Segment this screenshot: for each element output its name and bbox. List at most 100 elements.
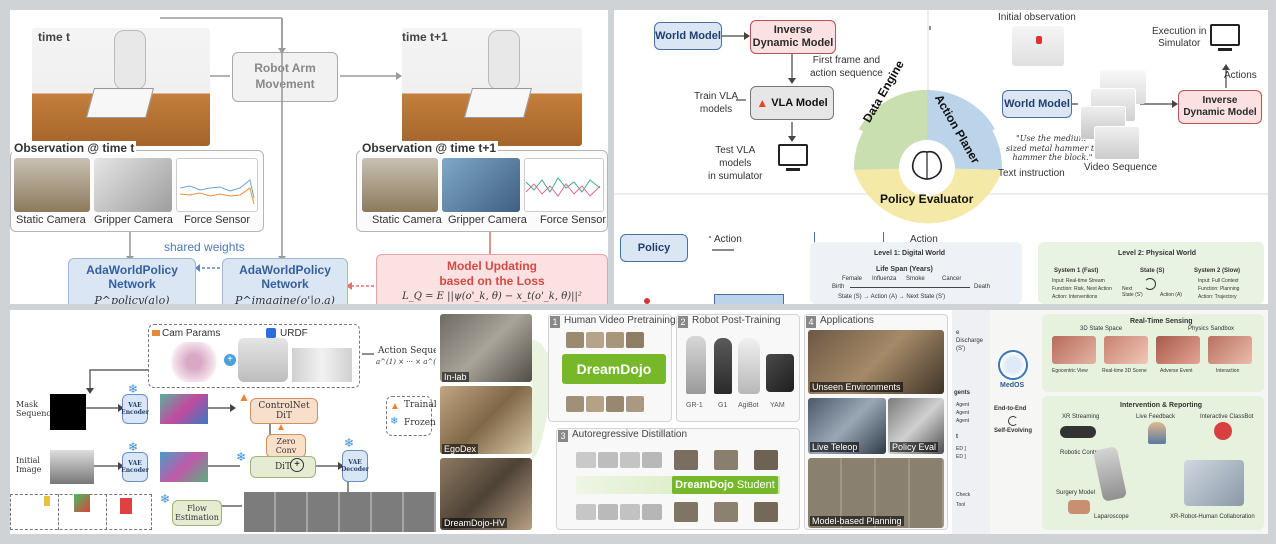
live-feedback-label: Live Feedback — [1136, 414, 1176, 420]
initial-image-label: Initial Image — [16, 456, 42, 474]
planning-label: Model-based Planning — [810, 516, 904, 526]
world-model-box: World Model — [654, 22, 722, 50]
section4-title: Applications — [820, 315, 874, 326]
life-span-label: Life Span (Years) — [876, 266, 933, 273]
add-node-icon: + — [290, 458, 304, 472]
sec3-bottom-tile-4 — [642, 504, 662, 520]
frozen-label: Frozen — [404, 418, 436, 428]
next-state-label: Next State (S') — [1122, 286, 1143, 298]
robotic-control-label: Robotic Control — [1060, 450, 1102, 456]
dreamdojo-student-a: DreamDojo — [675, 479, 734, 491]
frag-ed-2: ED ] — [956, 454, 966, 460]
sec3-bottom-tile-3 — [620, 504, 640, 520]
system1-item-3: Action: Interventions — [1052, 294, 1098, 300]
robot-g1-figure — [714, 338, 732, 394]
section2-title: Robot Post-Training — [692, 315, 781, 326]
mask-sequence-image — [50, 394, 86, 430]
vae-encoder-box-2: VAE Encoder — [121, 452, 149, 482]
level1-title: Level 1: Digital World — [874, 250, 946, 257]
frag-discharge: Discharge — [956, 338, 984, 344]
sec3-bottom-photo-2 — [714, 502, 738, 522]
panel-dreamdojo: In-lab EgoDex DreamDojo-HV 1 Human Video… — [436, 310, 952, 534]
video-sequence-label: Video Sequence — [1084, 162, 1158, 173]
static-camera-photo-t — [14, 158, 90, 212]
policy-network-formula: P^policy(a|o) — [94, 293, 170, 304]
live-teleop-label: Live Teleop — [810, 442, 860, 452]
force-sensor-lines-t1 — [525, 177, 601, 197]
force-sensor-label-t: Force Sensor — [184, 214, 251, 226]
flow-mark-red — [120, 498, 132, 514]
laparoscope-label: Laparoscope — [1094, 514, 1129, 520]
sense-label-4: Interaction — [1216, 368, 1240, 374]
state-line-label: State (S) → Action (A) → Next State (S') — [838, 294, 946, 300]
sec1-input-tile-4 — [626, 332, 644, 348]
flow-divider-1 — [58, 494, 59, 530]
sense-photo-1 — [1052, 336, 1096, 364]
initial-observation-label: Initial observation — [998, 12, 1076, 23]
frag-next-state: (S') — [956, 346, 966, 352]
cam-params-icon — [152, 330, 160, 336]
robot-label-gr1: GR-1 — [686, 402, 703, 409]
sense-label-3: Adverse Event — [1160, 368, 1193, 374]
sense-photo-4 — [1208, 336, 1252, 364]
time-t1-label: time t+1 — [402, 30, 448, 44]
egodex-photo — [440, 386, 532, 454]
sec3-bottom-photo-1 — [674, 502, 698, 522]
simulator-monitor-icon — [778, 144, 808, 166]
policy-eval-label: Policy Eval — [890, 442, 939, 452]
mask-sequence-label: Mask Sequence — [16, 400, 56, 418]
flow-mark-green — [74, 494, 90, 512]
static-camera-label-t1: Static Camera — [372, 214, 442, 226]
trainable-label: Trainable — [404, 400, 436, 410]
action-sequence-label: Action Sequence — [378, 346, 436, 356]
sec3-photo-tile-1 — [674, 450, 698, 470]
urdf-icon — [266, 328, 276, 338]
lower-box-stub — [714, 294, 784, 304]
action-sequence-formula: a^(1) × ··· × a^(N) — [376, 358, 436, 366]
action-A-label: Action (A) — [1160, 292, 1182, 298]
execution-simulator-label: Execution in Simulator — [1152, 26, 1207, 49]
initial-image-photo — [50, 450, 94, 484]
snowflake-icon-5: ❄ — [160, 492, 171, 506]
gripper-camera-photo-t1 — [442, 158, 520, 212]
policy-evaluator-label: Policy Evaluator — [880, 192, 974, 206]
sec3-gray-tile-3 — [620, 452, 640, 468]
in-lab-photo — [440, 314, 532, 382]
tool-label: Tool — [956, 502, 966, 508]
section2-number: 2 — [678, 316, 688, 328]
action-label-b: Action — [910, 234, 938, 245]
sec1-output-tile-3 — [606, 396, 624, 412]
sec3-bottom-tile-2 — [598, 504, 618, 520]
sec3-gray-tile-2 — [598, 452, 618, 468]
red-marker — [644, 298, 650, 304]
level1-label-cancer: Cancer — [942, 276, 962, 282]
fire-icon-2: ▲ — [276, 422, 286, 433]
dreamdojo-student-b: Student — [736, 479, 775, 491]
sec3-bottom-tile-1 — [576, 504, 596, 520]
doctor-icon — [1148, 422, 1166, 444]
red-object-dot — [1036, 36, 1042, 44]
dreamdojo-hv-label: DreamDojo-HV — [442, 518, 508, 528]
point-cloud-graphic — [166, 342, 222, 382]
inverse-dynamic-box: Inverse Dynamic Model — [750, 20, 836, 54]
system2-title: System 2 (Slow) — [1194, 268, 1241, 274]
robot-label-agibot: AgiBot — [738, 402, 759, 409]
vae-decoder-box: VAE Decoder — [341, 450, 369, 482]
vla-model-box: ▲ VLA Model — [750, 86, 834, 120]
robot-arm-movement-box: Robot Arm Movement — [232, 52, 338, 102]
trainable-icon: ▲ — [390, 401, 400, 412]
level1-label-female: Female — [842, 276, 863, 282]
system1-title: System 1 (Fast) — [1054, 268, 1099, 274]
panel-medos: e Discharge (S') gents Agent Agent Agent… — [952, 310, 1268, 534]
flow-divider-2 — [106, 494, 107, 530]
time-t-label: time t — [38, 30, 71, 44]
cam-params-label: Cam Params — [162, 328, 221, 339]
gripper-camera-label-t1: Gripper Camera — [448, 214, 527, 226]
level1-label-influenza: Influenza — [872, 276, 897, 282]
system2-item-1: Input: Full Context — [1198, 278, 1239, 284]
level2-panel — [1038, 242, 1264, 304]
force-sensor-label-t1: Force Sensor — [540, 214, 607, 226]
system1-item-1: Input: Real-time Stream — [1052, 278, 1105, 284]
medos-logo — [998, 350, 1028, 380]
section1-number: 1 — [550, 316, 560, 328]
